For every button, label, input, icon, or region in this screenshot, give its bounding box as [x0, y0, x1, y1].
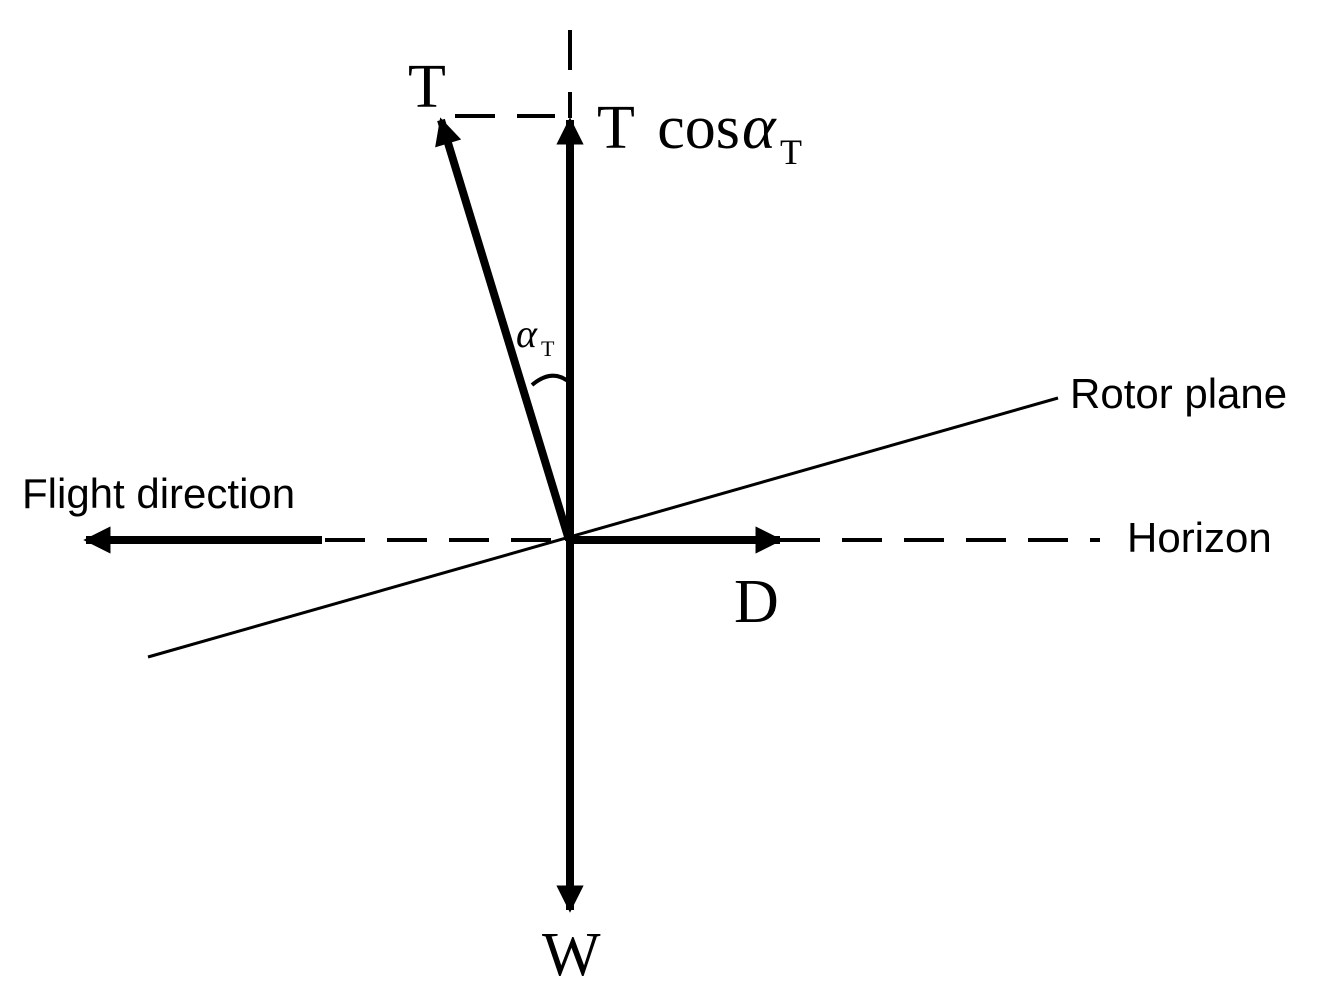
horizon-label: Horizon	[1127, 514, 1272, 561]
angle-arc	[530, 373, 571, 387]
rotor-plane-label: Rotor plane	[1070, 370, 1287, 417]
thrust-vertical-label: T cos α T	[597, 91, 802, 172]
thrust-arrow	[435, 117, 573, 542]
weight-label: W	[542, 921, 601, 986]
drag-label: D	[734, 568, 779, 636]
angle-label: α T	[516, 311, 555, 361]
thrust-vertical-subscript: T	[780, 132, 802, 172]
thrust-vertical-cos: cos	[657, 94, 740, 162]
thrust-label: T	[408, 53, 446, 121]
svg-text:T cos: T cos	[597, 94, 740, 162]
angle-subscript: T	[541, 336, 555, 361]
flight-direction-label: Flight direction	[22, 470, 295, 517]
rotor-plane-line	[147, 396, 1059, 659]
thrust-vertical-alpha: α	[742, 91, 777, 162]
thrust-vertical-t: T	[597, 94, 634, 162]
angle-alpha: α	[516, 311, 538, 356]
